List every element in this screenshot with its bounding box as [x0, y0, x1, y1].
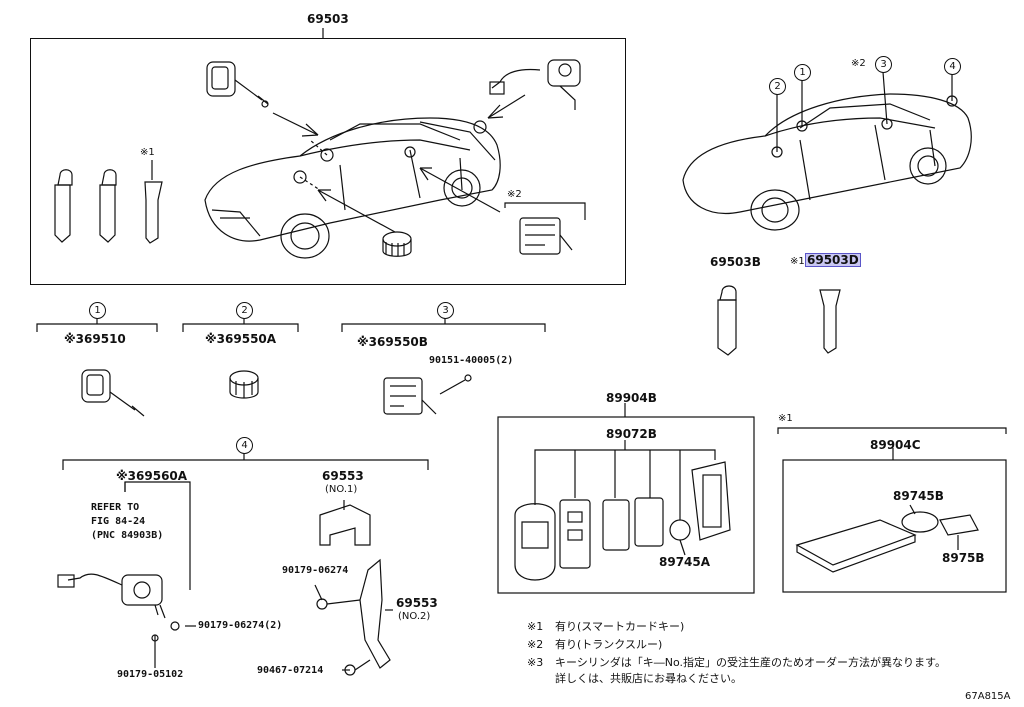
- trunk-switch-illustration: [504, 202, 586, 255]
- part-69510-label[interactable]: ※369510: [64, 332, 126, 346]
- note-1-mark: ※1: [527, 620, 544, 633]
- card-key-note-mark: ※1: [778, 413, 793, 424]
- spare-keys-illustration: [717, 285, 841, 356]
- bracket-no2-part-label[interactable]: 69553: [396, 596, 438, 610]
- figure-id: 67A815A: [965, 691, 1011, 702]
- assembly-arrows: [272, 94, 526, 233]
- door-lock-cylinder-illustration: [206, 61, 269, 108]
- switch-69550B-illustration: [383, 374, 472, 415]
- group-2-circle: 2: [236, 302, 253, 319]
- main-assembly-part-number[interactable]: 69503: [307, 12, 349, 26]
- note-mark-callout-3: ※2: [851, 58, 866, 69]
- transmitter-outer-label[interactable]: 89904B: [606, 391, 657, 405]
- key-69503D-mark: ※1: [790, 256, 805, 267]
- key-69503B-label[interactable]: 69503B: [710, 255, 761, 269]
- callout-3[interactable]: 3: [875, 56, 892, 73]
- key-69503D-label[interactable]: 69503D: [805, 253, 861, 267]
- bracket-no2-sub-label: (NO.2): [398, 611, 431, 622]
- note-2-text: 有り(トランクスルー): [555, 638, 663, 651]
- callout-4[interactable]: 4: [944, 58, 961, 75]
- cylinder-69510-illustration: [81, 369, 145, 417]
- battery-89745A-label[interactable]: 89745A: [659, 555, 711, 569]
- group-1-circle: 1: [89, 302, 106, 319]
- bracket-no1-sub-label: (NO.1): [325, 484, 358, 495]
- bolt-90179-06274-label[interactable]: 90179-06274: [282, 565, 349, 576]
- insert-8975B-label[interactable]: 8975B: [942, 551, 985, 565]
- part-69550A-label[interactable]: ※369550A: [205, 332, 277, 346]
- trunk-cylinder-illustration: [489, 59, 581, 110]
- callout-1[interactable]: 1: [794, 64, 811, 81]
- note-1-text: 有り(スマートカードキー): [555, 620, 685, 633]
- bracket-69553-no1-illustration: [319, 500, 371, 546]
- cylinder-69560A-illustration: [57, 481, 191, 660]
- part-69550B-label[interactable]: ※369550B: [357, 335, 428, 349]
- note-3-mark: ※3: [527, 656, 544, 669]
- bolt-90467-07214-label[interactable]: 90467-07214: [257, 665, 324, 676]
- screw-90179-06274-2-label[interactable]: 90179-06274(2): [198, 620, 283, 631]
- main-assembly-frame: [30, 38, 626, 285]
- cylinder-69550A-illustration: [229, 370, 259, 399]
- note-mark-trunk: ※2: [507, 189, 522, 200]
- refer-line-2[interactable]: FIG 84-24: [91, 516, 146, 527]
- callout-2[interactable]: 2: [769, 78, 786, 95]
- refer-line-1: REFER TO: [91, 502, 140, 513]
- ignition-switch-illustration: [382, 231, 412, 257]
- keys-illustration-left: [54, 160, 163, 244]
- note-4-text: 詳しくは、共販店にお尋ねください。: [555, 672, 742, 685]
- refer-line-3: (PNC 84903B): [91, 530, 164, 541]
- note-mark-key: ※1: [140, 147, 155, 158]
- note-2-mark: ※2: [527, 638, 544, 651]
- car-right-illustration: [682, 71, 972, 231]
- note-3-text: キーシリンダは「キ―No.指定」の受注生産のためオーダー方法が異なります。: [555, 656, 946, 669]
- bracket-no1-part-label[interactable]: 69553: [322, 469, 364, 483]
- card-key-part-label[interactable]: 89904C: [870, 438, 921, 452]
- transmitter-inner-label[interactable]: 89072B: [606, 427, 657, 441]
- transmitter-illustration: [514, 461, 731, 581]
- bolt-90151-label[interactable]: 90151-40005(2): [429, 355, 514, 366]
- car-left-illustration: [204, 117, 501, 259]
- bracket-69553-no2-illustration: [316, 558, 393, 676]
- group-4-circle: 4: [236, 437, 253, 454]
- battery-89745B-label[interactable]: 89745B: [893, 489, 944, 503]
- card-key-illustration: [795, 504, 979, 573]
- group-3-circle: 3: [437, 302, 454, 319]
- screw-90179-05102-label[interactable]: 90179-05102: [117, 669, 184, 680]
- part-69560A-label[interactable]: ※369560A: [116, 469, 188, 483]
